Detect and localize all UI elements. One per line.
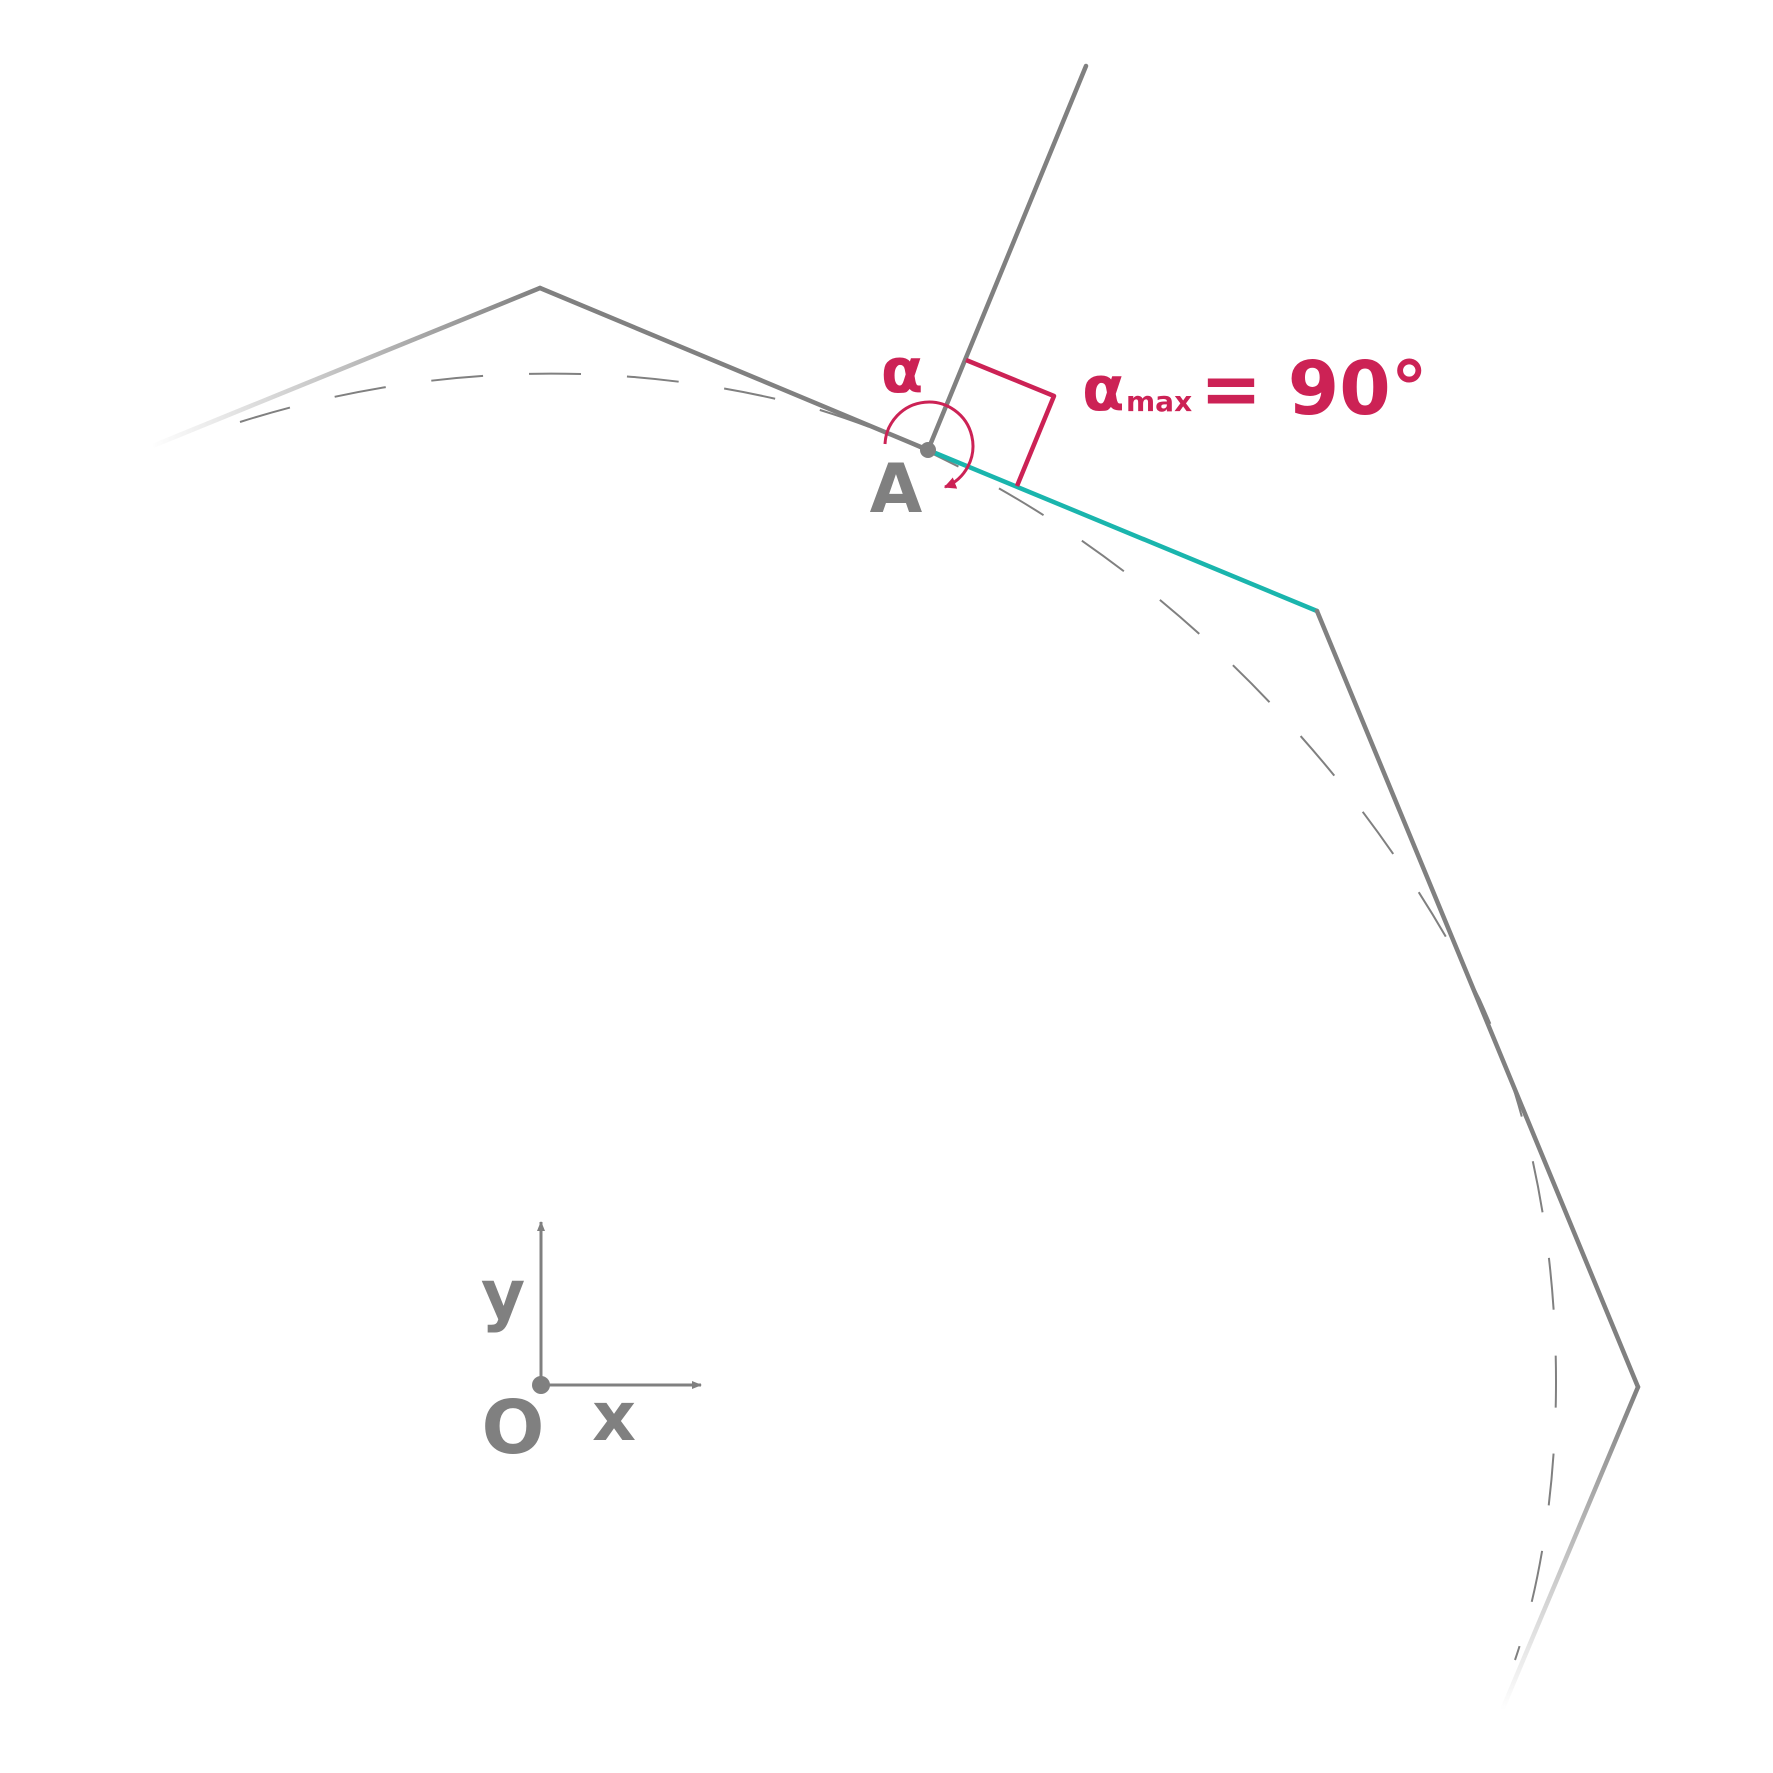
origin-dot xyxy=(532,1376,550,1394)
polygon-edge-left xyxy=(152,285,543,448)
point-a-dot xyxy=(920,442,936,458)
normal-ray xyxy=(925,63,1089,453)
polygon-edge-right xyxy=(1314,608,1641,1390)
polygon-edge-top xyxy=(537,285,931,453)
polygon-edge-bottom xyxy=(1497,1384,1641,1718)
alpha-max-subscript: max xyxy=(1126,385,1192,418)
alpha-max-symbol: α xyxy=(1082,352,1125,425)
origin-label: O xyxy=(482,1385,545,1471)
alpha-max-value: = 90° xyxy=(1200,346,1428,432)
y-axis-label: y xyxy=(481,1256,525,1335)
right-angle-marker xyxy=(965,357,1057,487)
highlighted-edge xyxy=(925,447,1320,614)
dashed-curve xyxy=(239,372,1557,1661)
point-a-label: A xyxy=(870,450,923,529)
x-axis-label: x xyxy=(592,1378,636,1457)
angle-arc xyxy=(883,400,975,489)
alpha-label: α xyxy=(881,334,924,407)
